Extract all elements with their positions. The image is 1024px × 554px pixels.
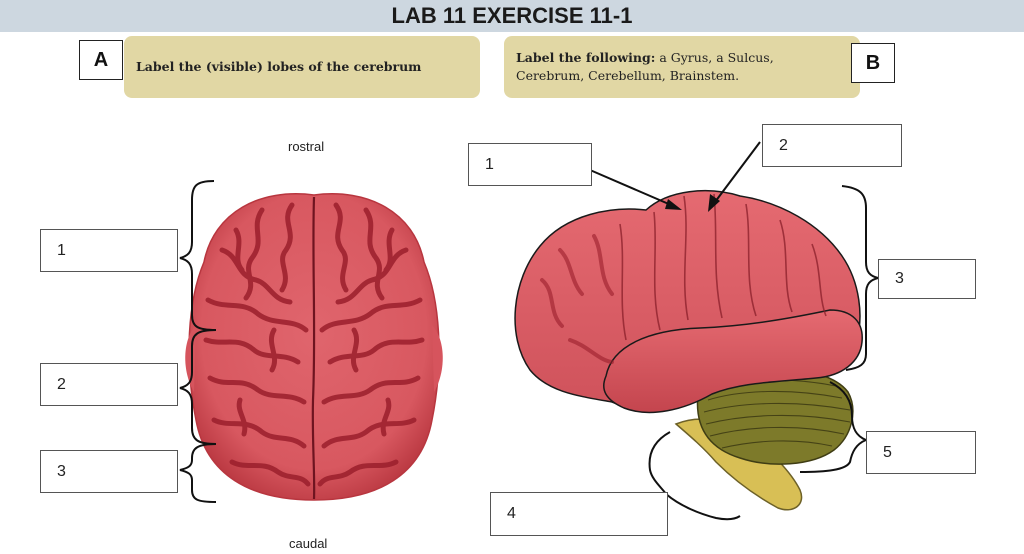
page-title: LAB 11 EXERCISE 11-1: [391, 3, 633, 28]
temporal-lobe: [603, 309, 863, 414]
label-box-a3[interactable]: 3: [40, 450, 178, 493]
direction-rostral: rostral: [288, 139, 325, 154]
arrow-b2: [711, 141, 761, 207]
label-box-b3[interactable]: 3: [878, 259, 976, 299]
brain-top-view: [185, 193, 443, 501]
longitudinal-fissure: [311, 196, 316, 500]
brain-side-gyri-lines: [619, 193, 827, 341]
arrowhead-b2: [708, 194, 720, 212]
brain-top-notch-right: [432, 325, 443, 392]
panel-b-label: B: [851, 43, 895, 83]
brain-side-sulci: [540, 234, 614, 364]
cerebellum-folia: [703, 379, 851, 449]
instruction-b-text: Label the following: a Gyrus, a Sulcus, …: [516, 49, 816, 85]
bracket-a3: [179, 443, 217, 503]
instruction-a-text: Label the (visible) lobes of the cerebru…: [136, 59, 422, 74]
label-box-b1[interactable]: 1: [468, 143, 592, 186]
bracket-a2: [179, 329, 217, 445]
arrow-b1: [589, 169, 679, 209]
label-box-b5[interactable]: 5: [866, 431, 976, 474]
brain-top-sulci: [203, 202, 425, 487]
label-box-a1[interactable]: 1: [40, 229, 178, 272]
arrowhead-b1: [665, 199, 682, 210]
label-box-a2[interactable]: 2: [40, 363, 178, 406]
title-bar: LAB 11 EXERCISE 11-1: [0, 0, 1024, 32]
bracket-a1: [179, 180, 217, 331]
instruction-b-bold: Label the following:: [516, 50, 656, 65]
panel-a-label: A: [79, 40, 123, 80]
brain-side-view: [514, 189, 863, 511]
instruction-b-rest: a Gyrus, a Sulcus, Cerebrum, Cerebellum,…: [516, 50, 774, 83]
label-box-b2[interactable]: 2: [762, 124, 902, 167]
direction-caudal: caudal: [289, 536, 328, 551]
instruction-b: Label the following: a Gyrus, a Sulcus, …: [504, 36, 860, 98]
panel-a-brackets: [179, 180, 217, 503]
label-box-b4[interactable]: 4: [490, 492, 668, 536]
instruction-a: Label the (visible) lobes of the cerebru…: [124, 36, 480, 98]
